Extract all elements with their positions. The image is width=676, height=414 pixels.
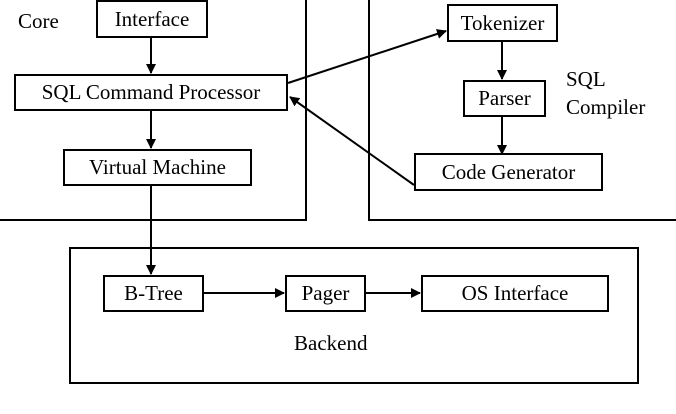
backend-group (69, 247, 639, 384)
sql-compiler-group-label-line2: Compiler (566, 95, 646, 119)
parser-node: Parser (463, 80, 546, 117)
pager-node: Pager (285, 275, 366, 312)
interface-node: Interface (96, 0, 208, 38)
tokenizer-node: Tokenizer (447, 4, 558, 42)
virtual-machine-node: Virtual Machine (63, 149, 252, 186)
sql-compiler-group-label-line1: SQL (566, 67, 606, 91)
core-group-label: Core (18, 9, 59, 33)
sql-command-processor-node: SQL Command Processor (14, 74, 288, 111)
os-interface-node: OS Interface (421, 275, 609, 312)
backend-group-label: Backend (294, 331, 368, 355)
b-tree-node: B-Tree (103, 275, 204, 312)
code-generator-node: Code Generator (414, 153, 603, 191)
